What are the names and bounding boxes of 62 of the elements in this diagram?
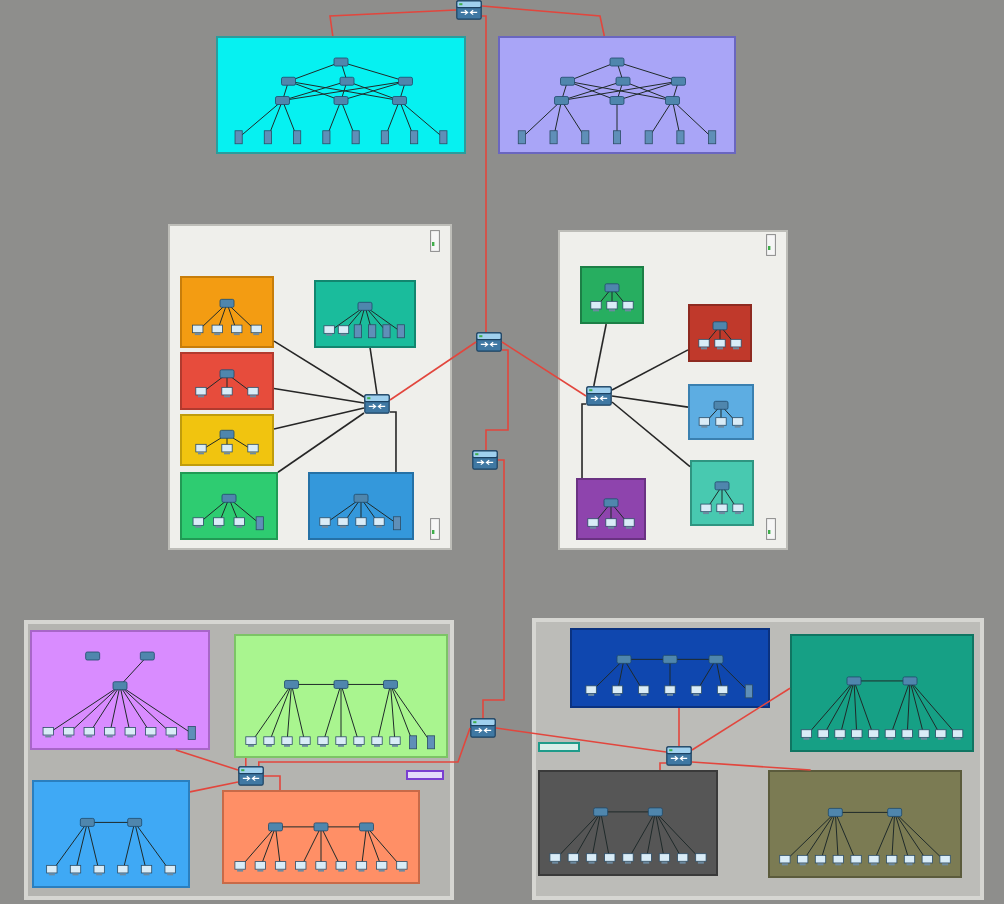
zone-tag: [406, 770, 444, 780]
network-zone: [30, 630, 210, 750]
network-zone: [768, 770, 962, 878]
network-link: [581, 403, 587, 479]
network-zone: [222, 790, 420, 884]
network-zone: [180, 414, 274, 466]
network-link: [495, 727, 667, 753]
network-link: [277, 412, 365, 474]
router-icon: [456, 0, 482, 20]
network-zone: [32, 780, 190, 888]
network-link: [389, 341, 477, 401]
network-link: [258, 727, 471, 767]
network-link: [593, 323, 607, 387]
network-zone: [688, 304, 752, 362]
network-zone: [180, 472, 278, 540]
router-icon: [586, 386, 612, 406]
network-zone: [538, 770, 718, 876]
network-link: [678, 707, 680, 747]
network-link: [175, 749, 239, 771]
site-frame: [24, 620, 454, 900]
network-link: [244, 757, 247, 767]
network-link: [329, 9, 457, 37]
network-link: [273, 407, 365, 430]
router-icon: [666, 746, 692, 766]
network-link: [611, 395, 689, 408]
network-zone: [498, 36, 736, 154]
site-frame: [532, 618, 984, 900]
network-link: [481, 15, 487, 333]
network-zone: [314, 280, 416, 348]
network-zone: [234, 634, 448, 758]
network-zone: [180, 276, 274, 348]
network-zone: [688, 384, 754, 440]
network-link: [691, 761, 812, 771]
network-link: [481, 5, 606, 37]
network-link: [369, 347, 378, 395]
network-zone: [576, 478, 646, 540]
network-zone: [180, 352, 274, 410]
router-icon: [238, 766, 264, 786]
network-link: [273, 387, 365, 404]
router-icon: [476, 332, 502, 352]
network-zone: [216, 36, 466, 154]
network-link: [273, 340, 365, 398]
router-icon: [470, 718, 496, 738]
network-link: [482, 459, 505, 719]
network-link: [263, 775, 281, 791]
network-link: [389, 411, 397, 473]
zone-tag: [538, 742, 580, 752]
network-link: [691, 687, 791, 751]
building-panel: [168, 224, 452, 550]
network-link: [189, 781, 239, 793]
router-icon: [472, 450, 498, 470]
network-link: [611, 349, 689, 391]
network-zone: [690, 460, 754, 526]
network-zone: [570, 628, 770, 708]
network-zone: [790, 634, 974, 752]
router-icon: [364, 394, 390, 414]
network-zone: [580, 266, 644, 324]
network-link: [611, 401, 691, 468]
network-zone: [308, 472, 414, 540]
network-link: [485, 349, 509, 451]
building-panel: [558, 230, 788, 550]
network-link: [501, 341, 587, 397]
